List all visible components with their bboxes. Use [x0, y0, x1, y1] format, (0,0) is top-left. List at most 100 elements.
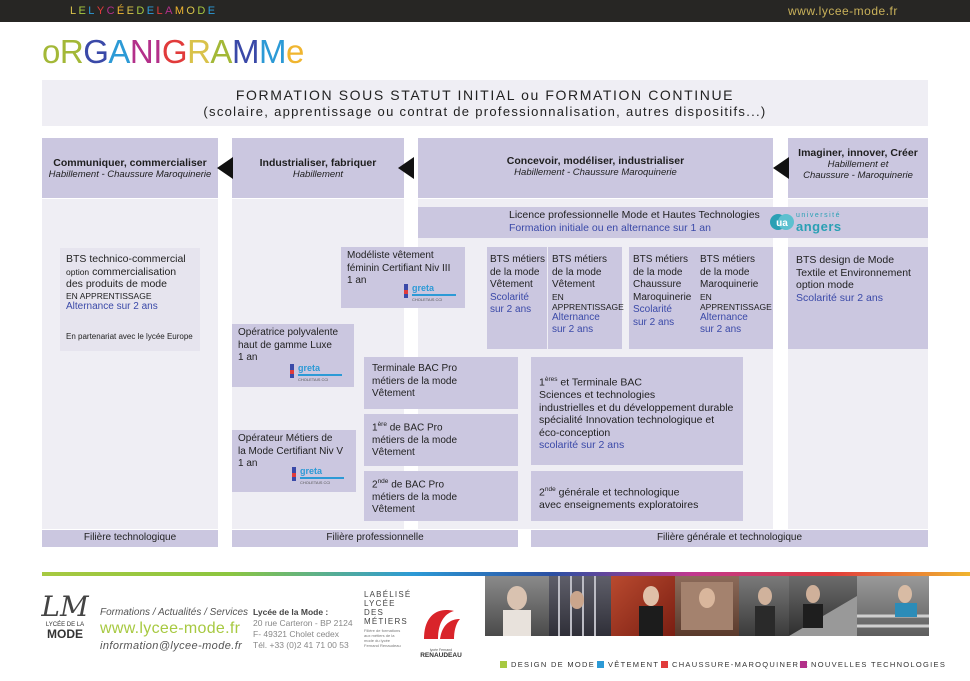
legend-swatch-icon [661, 661, 668, 668]
bts2-line-1: BTS métiers [552, 254, 608, 265]
bts-tc-partner: En partenariat avec le lycée Europe [66, 332, 193, 341]
logo-lycee: LYCÉE DE LA [45, 622, 85, 628]
column-header-subtitle: Habillement - Chaussure Maroquinerie [514, 167, 677, 178]
seconde-line-1: générale et technologique [555, 486, 680, 499]
sti-line-5: éco-conception [539, 426, 611, 439]
footer-email-link[interactable]: information@lycee-mode.fr [100, 640, 243, 652]
arrow-left-icon [773, 157, 789, 179]
top-brand-text: LE LYCÉE DE LA MODE [70, 5, 218, 17]
bts-tc-line-4: EN APPRENTISSAGE [66, 290, 152, 301]
bts1-line-5: sur 2 ans [490, 304, 532, 315]
column-header-title: Communiquer, commercialiser [53, 157, 207, 169]
photo-5 [739, 576, 789, 636]
legend-label: VÊTEMENT [608, 660, 660, 669]
photo-7 [857, 576, 929, 636]
legend-swatch-icon [597, 661, 604, 668]
modeliste-line-2: féminin Certifiant Niv III [347, 262, 451, 274]
bts-vetement-scolarite-box: BTS métiers de la mode Vêtement Scolarit… [487, 247, 547, 349]
bac-1ere-num: 1 [372, 422, 378, 434]
bts2-line-6: sur 2 ans [552, 324, 594, 335]
bts4-line-3: Maroquinerie [700, 279, 759, 290]
bts-tc-line-1: BTS technico-commercial [66, 253, 186, 265]
column-header-subtitle: Habillement - Chaussure Maroquinerie [48, 169, 212, 180]
modeliste-line-3: 1 an [347, 275, 367, 286]
logo-letters: LM [41, 590, 89, 623]
label-line-2: LYCÉE DES [364, 599, 396, 617]
footer-address: Lycée de la Mode : 20 rue Carteron - BP … [253, 607, 353, 651]
svg-text:CHOLETAIS CCI: CHOLETAIS CCI [412, 297, 442, 302]
seconde-bac-pro-box: 2nde de BAC Pro métiers de la mode Vêtem… [364, 471, 518, 521]
footer-site-link[interactable]: www.lycee-mode.fr [100, 620, 241, 637]
sti-line-6: scolarité sur 2 ans [539, 439, 625, 451]
bac-2nde-line-3: Vêtement [372, 504, 415, 516]
header-banner: FORMATION SOUS STATUT INITIAL ou FORMATI… [42, 80, 928, 126]
sti-line-2: Sciences et technologies [539, 389, 656, 401]
bts-maroquinerie-apprentissage-box: BTS métiers de la mode Maroquinerie EN A… [697, 247, 773, 349]
legend-design: DESIGN DE MODE [500, 660, 595, 669]
top-site-link[interactable]: www.lycee-mode.fr [788, 4, 898, 18]
bac-1ere-line-1: de BAC Pro [386, 422, 443, 434]
photo-2 [549, 576, 611, 636]
bts1-line-3: Vêtement [490, 279, 533, 290]
bts1-line-2: de la mode [490, 266, 540, 278]
column-header-industrialiser: Industrialiser, fabriquer Habillement [232, 138, 404, 198]
filiere-technologique: Filière technologique [42, 530, 218, 547]
column-header-concevoir: Concevoir, modéliser, industrialiser Hab… [418, 138, 773, 198]
seconde-num: 2 [539, 486, 545, 499]
legend-label: DESIGN DE MODE [511, 660, 596, 669]
svg-text:CHOLETAIS CCI: CHOLETAIS CCI [298, 377, 328, 382]
lycee-mode-logo: LM LYCÉE DE LA MODE [40, 592, 90, 654]
svg-text:greta: greta [300, 466, 323, 476]
arrow-left-icon [398, 157, 414, 179]
column-header-title: Imaginer, innover, Créer [798, 147, 918, 159]
bts2-line-4: EN APPRENTISSAGE [552, 291, 624, 312]
sti2d-box: 1ères et Terminale BAC Sciences et techn… [531, 357, 743, 465]
operatrice-line-2: haut de gamme Luxe [238, 339, 332, 351]
photo-1 [485, 576, 549, 636]
legend-label: CHAUSSURE-MAROQUINERIE [672, 660, 809, 669]
sti-line-3: industrielles et du développement durabl… [539, 401, 734, 414]
logo-mode: MODE [47, 627, 83, 641]
bts1-line-1: BTS métiers [490, 254, 546, 265]
address-tel: Tél. +33 (0)2 41 71 00 53 [253, 640, 349, 650]
address-line-1: 20 rue Carteron - BP 2124 [253, 618, 353, 628]
bts3-line-1: BTS métiers [633, 254, 689, 265]
bts-tc-line-5: Alternance sur 2 ans [66, 300, 158, 312]
renaudeau-small: lycée Fernand [429, 648, 453, 652]
bts-tc-line-2: commercialisation [92, 265, 177, 278]
column-header-communiquer: Communiquer, commercialiser Habillement … [42, 138, 218, 198]
bac-2nde-num: 2 [372, 479, 378, 491]
bts-chaussure-scolarite-box: BTS métiers de la mode Chaussure Maroqui… [629, 247, 697, 349]
bts4-line-6: sur 2 ans [700, 324, 742, 335]
page-title-text: oRGANIGRAMMe [42, 33, 304, 70]
column-header-imaginer: Imaginer, innover, Créer Habillement et … [788, 138, 928, 198]
footer-menu[interactable]: Formations / Actualités / Services [100, 607, 249, 618]
bac-2nde-line-2: métiers de la mode [372, 491, 458, 503]
label-line-3: MÉTIERS [364, 617, 408, 626]
label-small-1: Filière de formations [364, 628, 401, 633]
bts4-line-5: Alternance [700, 311, 748, 323]
seconde-sup: nde [544, 486, 556, 493]
operatrice-line-1: Opératrice polyvalente [238, 327, 339, 338]
bts4-line-1: BTS métiers [700, 254, 756, 265]
operatrice-line-3: 1 an [238, 352, 258, 363]
svg-text:ua: ua [776, 218, 788, 229]
licence-subtitle: Formation initiale ou en alternance sur … [509, 221, 711, 234]
operateur-line-1: Opérateur Métiers de [238, 433, 333, 444]
renaudeau-name: RENAUDEAU [420, 652, 462, 659]
top-brand: LE LYCÉE DE LA MODE [70, 5, 217, 17]
label-small-4: Fernand Renaudeau [364, 643, 401, 648]
banner-line-1: FORMATION SOUS STATUT INITIAL ou FORMATI… [235, 87, 735, 103]
bac-term-line-3: Vêtement [372, 388, 415, 399]
terminale-bac-pro-box: Terminale BAC Pro métiers de la mode Vêt… [364, 357, 518, 409]
bts-design-line-2: Textile et Environnement [796, 266, 911, 279]
seconde-line-2: avec enseignements exploratoires [539, 499, 699, 511]
sti-sup: ères [544, 376, 558, 383]
photo-3 [611, 576, 675, 636]
bac-1ere-sup: ère [377, 421, 387, 428]
filiere-professionnelle: Filière professionnelle [232, 530, 518, 547]
operateur-line-3: 1 an [238, 458, 258, 469]
bts3-line-4: Maroquinerie [633, 291, 692, 303]
